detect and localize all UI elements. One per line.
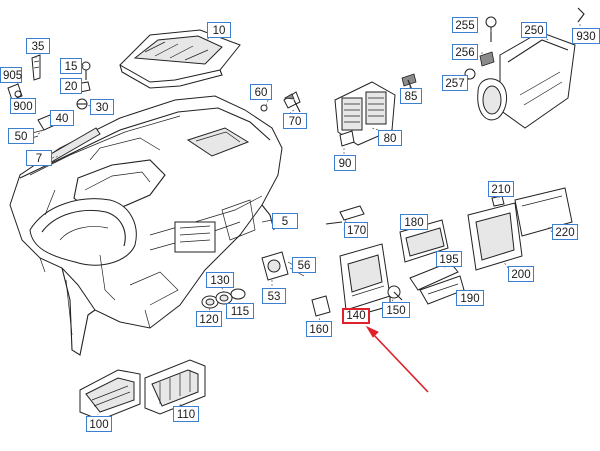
callout-900: 900 (10, 98, 36, 114)
callout-210: 210 (488, 181, 514, 197)
top-cover-part (119, 29, 241, 89)
callout-930: 930 (572, 28, 600, 44)
callout-30: 30 (90, 99, 114, 115)
callout-220: 220 (552, 224, 578, 240)
callout-160: 160 (306, 321, 332, 337)
callout-195: 195 (436, 251, 462, 267)
callout-115: 115 (226, 303, 254, 319)
right-trim-panel-part (464, 7, 585, 129)
callout-56: 56 (292, 257, 316, 273)
callout-150: 150 (382, 302, 410, 318)
callout-250: 250 (521, 22, 547, 38)
callout-140-highlighted: 140 (342, 308, 370, 324)
callout-90: 90 (334, 155, 356, 171)
bolt-60-70 (260, 91, 301, 113)
callout-15: 15 (60, 58, 82, 74)
callout-70: 70 (283, 113, 307, 129)
callout-80: 80 (378, 130, 402, 146)
callout-60: 60 (250, 84, 272, 100)
center-vent-part (334, 73, 417, 147)
callout-120: 120 (196, 311, 222, 327)
callout-905: 905 (0, 67, 22, 83)
callout-35: 35 (26, 38, 50, 54)
callout-110: 110 (173, 406, 199, 422)
callout-257: 257 (442, 75, 468, 91)
control-knobs-part (201, 288, 246, 309)
callout-255: 255 (452, 17, 478, 33)
callout-53: 53 (262, 288, 286, 304)
callout-180: 180 (400, 214, 428, 230)
callout-256: 256 (452, 44, 478, 60)
callout-170: 170 (344, 222, 368, 238)
right-bezel-parts (467, 187, 573, 271)
callout-40: 40 (50, 110, 74, 126)
callout-130: 130 (206, 272, 234, 288)
callout-50: 50 (8, 128, 34, 144)
callout-10: 10 (207, 22, 231, 38)
callout-20: 20 (60, 78, 82, 94)
callout-100: 100 (86, 416, 112, 432)
callout-85: 85 (400, 88, 422, 104)
callout-190: 190 (456, 290, 484, 306)
callout-200: 200 (508, 266, 534, 282)
callout-7: 7 (26, 150, 52, 166)
console-frame-part (311, 243, 403, 319)
dashboard-carrier (9, 95, 283, 356)
callout-5: 5 (272, 213, 298, 229)
highlight-arrow (365, 325, 429, 393)
small-hardware-left (7, 54, 101, 165)
lower-vents-part (79, 359, 206, 421)
